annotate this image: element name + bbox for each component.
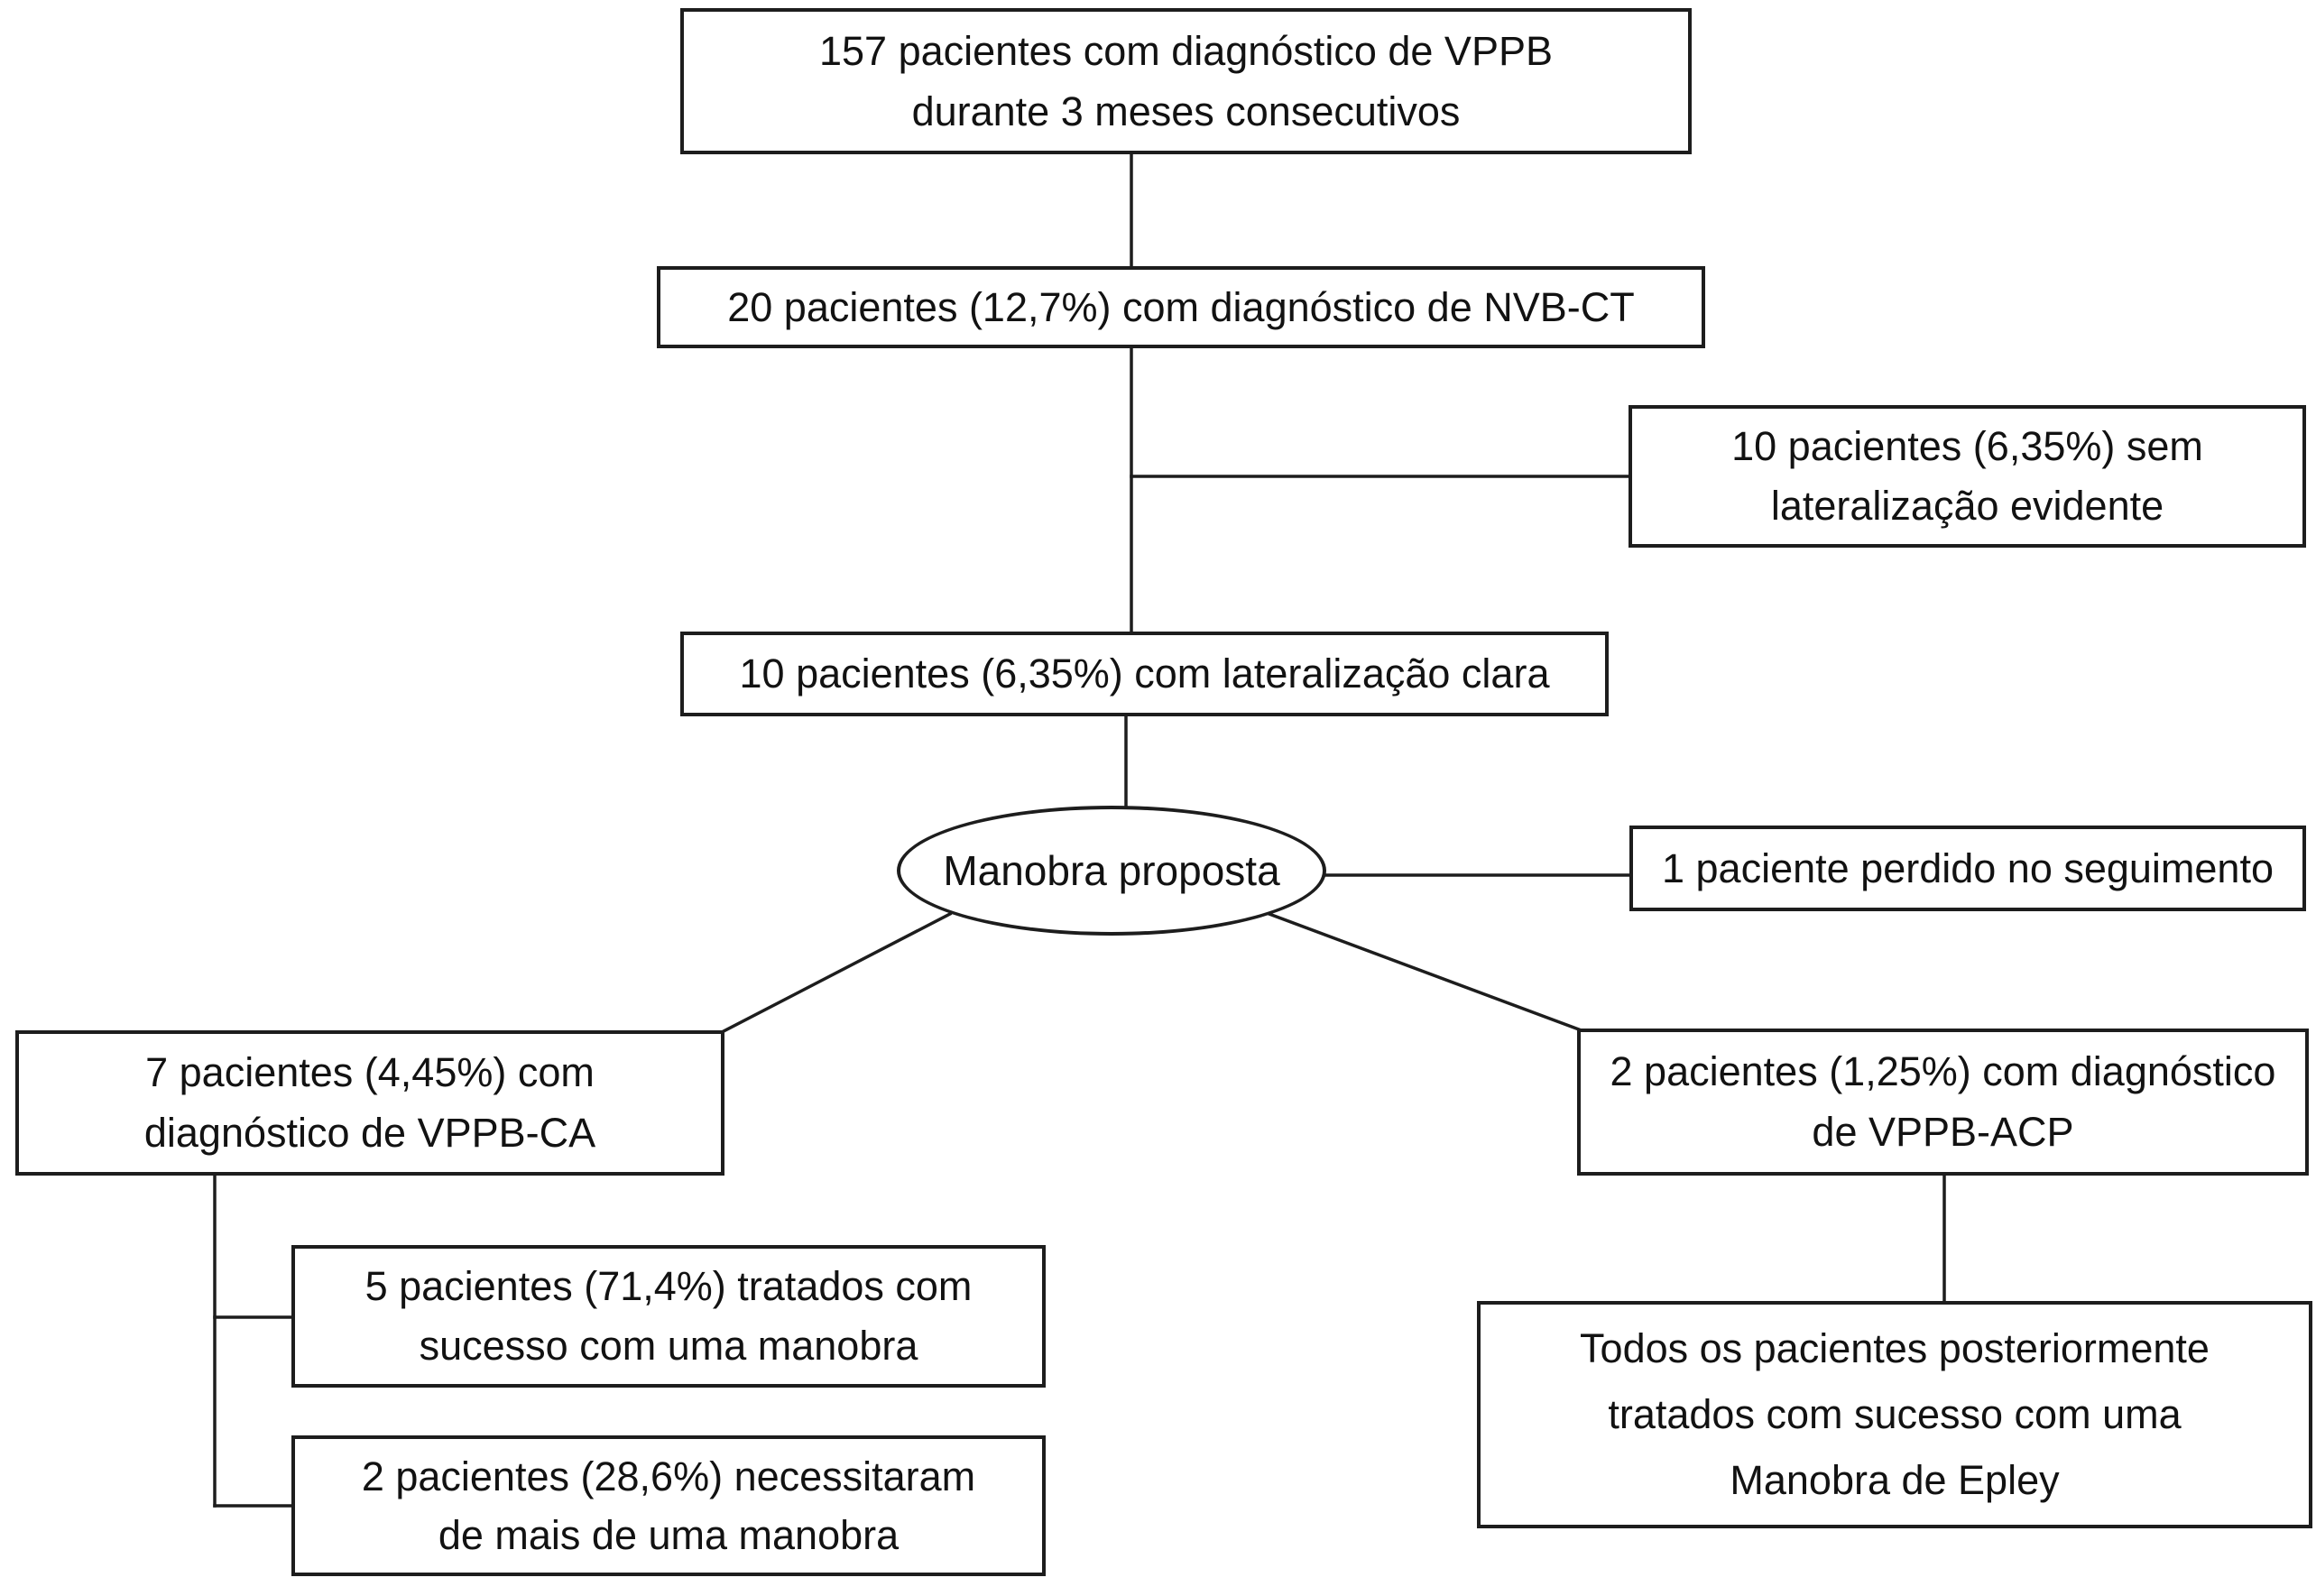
node-multiple-maneuvers-line-2: de mais de uma manobra bbox=[438, 1511, 900, 1558]
connector-maneuver-to-ca bbox=[721, 911, 953, 1034]
node-vppb-ca-line-1: 7 pacientes (4,45%) com bbox=[145, 1049, 595, 1096]
node-epley-success-line-3: Manobra de Epley bbox=[1730, 1457, 2060, 1504]
node-epley-success: Todos os pacientes posteriormente tratad… bbox=[1477, 1301, 2312, 1528]
node-success-one-maneuver-line-1: 5 pacientes (71,4%) tratados com bbox=[364, 1263, 973, 1310]
node-multiple-maneuvers-line-1: 2 pacientes (28,6%) necessitaram bbox=[361, 1453, 976, 1499]
node-multiple-maneuvers: 2 pacientes (28,6%) necessitaram de mais… bbox=[291, 1435, 1046, 1576]
node-lost-followup-line-1: 1 paciente perdido no seguimento bbox=[1662, 844, 2274, 891]
node-total-patients-line-2: durante 3 meses consecutivos bbox=[911, 88, 1461, 134]
node-vppb-acp-line-1: 2 pacientes (1,25%) com diagnóstico bbox=[1610, 1047, 2276, 1094]
node-total-patients-line-1: 157 pacientes com diagnóstico de VPPB bbox=[818, 27, 1553, 74]
node-no-lateralization-line-2: lateralização evidente bbox=[1770, 483, 2164, 530]
node-proposed-maneuver-label: Manobra proposta bbox=[943, 846, 1280, 894]
node-no-lateralization: 10 pacientes (6,35%) sem lateralização e… bbox=[1629, 405, 2306, 548]
node-vppb-acp-line-2: de VPPB-ACP bbox=[1812, 1109, 2074, 1156]
node-proposed-maneuver: Manobra proposta bbox=[897, 806, 1326, 936]
node-clear-lateralization: 10 pacientes (6,35%) com lateralização c… bbox=[680, 632, 1609, 716]
node-no-lateralization-line-1: 10 pacientes (6,35%) sem bbox=[1731, 423, 2203, 470]
node-total-patients: 157 pacientes com diagnóstico de VPPB du… bbox=[680, 8, 1692, 154]
node-epley-success-line-1: Todos os pacientes posteriormente bbox=[1580, 1325, 2210, 1372]
node-vppb-ca-line-2: diagnóstico de VPPB-CA bbox=[143, 1110, 596, 1157]
node-nvb-ct: 20 pacientes (12,7%) com diagnóstico de … bbox=[657, 266, 1705, 348]
node-epley-success-line-2: tratados com sucesso com uma bbox=[1608, 1391, 2182, 1438]
node-vppb-ca: 7 pacientes (4,45%) com diagnóstico de V… bbox=[15, 1030, 724, 1176]
node-nvb-ct-line-1: 20 pacientes (12,7%) com diagnóstico de … bbox=[727, 283, 1635, 330]
node-clear-lateralization-line-1: 10 pacientes (6,35%) com lateralização c… bbox=[739, 650, 1550, 697]
connector-maneuver-to-acp bbox=[1264, 910, 1582, 1032]
node-lost-followup: 1 paciente perdido no seguimento bbox=[1629, 826, 2306, 911]
node-success-one-maneuver: 5 pacientes (71,4%) tratados com sucesso… bbox=[291, 1245, 1046, 1388]
node-vppb-acp: 2 pacientes (1,25%) com diagnóstico de V… bbox=[1577, 1029, 2309, 1176]
node-success-one-maneuver-line-2: sucesso com uma manobra bbox=[419, 1323, 918, 1370]
